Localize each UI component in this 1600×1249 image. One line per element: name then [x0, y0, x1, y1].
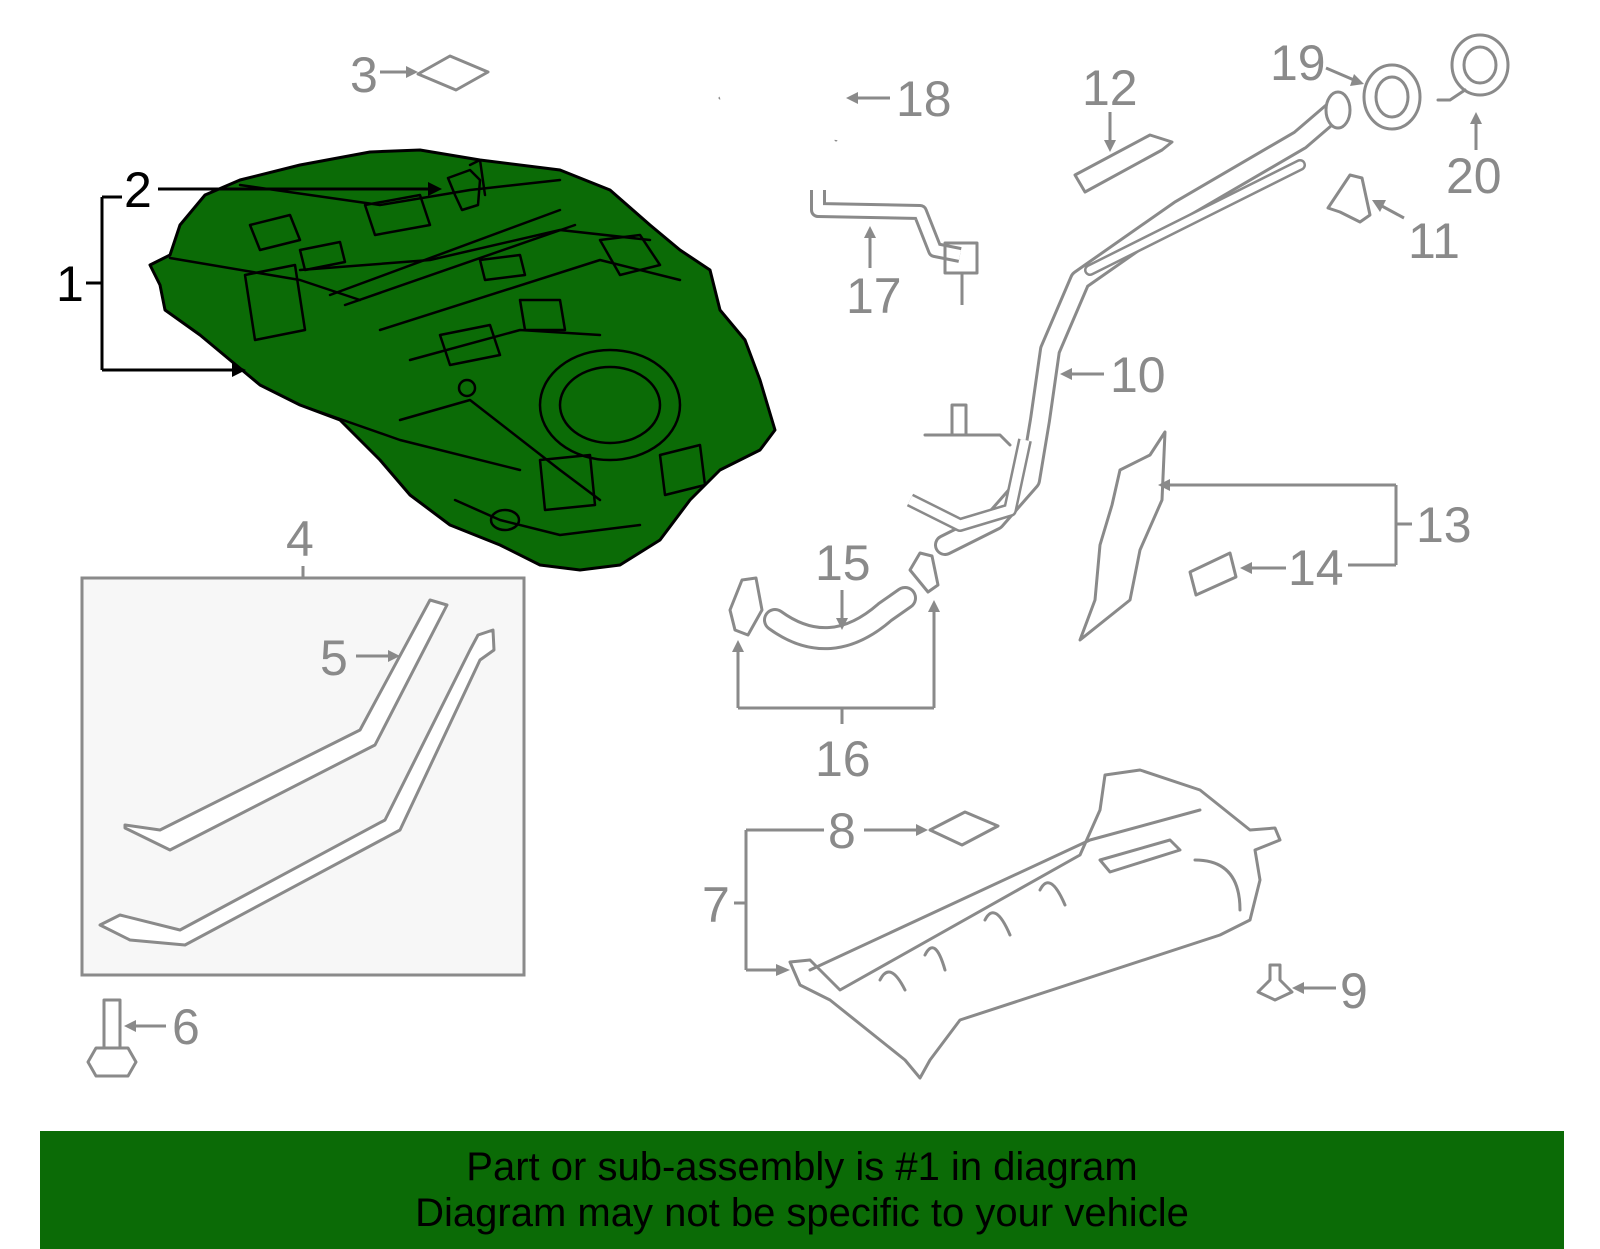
callout-4[interactable]: 4	[286, 511, 314, 567]
callout-10[interactable]: 10	[1110, 347, 1166, 403]
part-3-pad[interactable]: 3	[350, 47, 490, 103]
callout-14[interactable]: 14	[1288, 540, 1344, 596]
callout-19[interactable]: 19	[1270, 35, 1326, 91]
callout-1-bracket: 1	[56, 195, 246, 377]
callout-11[interactable]: 11	[1408, 213, 1460, 269]
callout-16[interactable]: 16	[815, 731, 871, 787]
callout-20[interactable]: 20	[1446, 148, 1502, 204]
part-7-under-cover[interactable]: 7	[702, 768, 1282, 1080]
callout-7[interactable]: 7	[702, 877, 730, 933]
part-15-filler-hose[interactable]: 15	[763, 535, 917, 651]
part-8-pad[interactable]: 8	[828, 803, 1000, 859]
part-19-seal-ring[interactable]: 19	[1270, 35, 1422, 131]
callout-8[interactable]: 8	[828, 803, 856, 859]
callout-6[interactable]: 6	[172, 999, 200, 1055]
part-12-heat-shield[interactable]: 12	[1073, 60, 1174, 194]
callout-12[interactable]: 12	[1082, 60, 1138, 116]
callout-9[interactable]: 9	[1340, 963, 1368, 1019]
part-17-vent-tube[interactable]: 17	[810, 190, 979, 324]
part-18-hose[interactable]: 18	[718, 63, 952, 142]
callout-2[interactable]: 2	[124, 162, 152, 218]
part-4-strap-box[interactable]: 4 5	[80, 511, 526, 977]
part-11-clip[interactable]: 11	[1326, 173, 1460, 269]
part-9-clip[interactable]: 9	[1256, 963, 1368, 1019]
callout-1[interactable]: 1	[56, 256, 84, 312]
info-banner: Part or sub-assembly is #1 in diagram Di…	[40, 1131, 1564, 1249]
callout-15[interactable]: 15	[815, 535, 871, 591]
callout-3[interactable]: 3	[350, 47, 378, 103]
callout-13[interactable]: 13	[1416, 497, 1472, 553]
part-6-bolt[interactable]: 6	[86, 998, 200, 1078]
part-16-clamps[interactable]: 16	[728, 551, 940, 787]
callout-5[interactable]: 5	[320, 630, 348, 686]
part-20-fuel-cap[interactable]: 20	[1436, 33, 1510, 204]
callout-2-leader: 2	[124, 162, 442, 218]
callout-17[interactable]: 17	[846, 268, 902, 324]
banner-line-1: Part or sub-assembly is #1 in diagram	[466, 1145, 1138, 1189]
part-1-fuel-tank[interactable]	[148, 148, 777, 572]
part-5-strap[interactable]: 5	[98, 598, 496, 947]
banner-line-2: Diagram may not be specific to your vehi…	[415, 1191, 1189, 1235]
part-10-filler-pipe[interactable]: 10	[906, 90, 1352, 556]
part-14-pad[interactable]: 14	[1188, 540, 1344, 597]
callout-18[interactable]: 18	[896, 71, 952, 127]
part-13-bracket[interactable]: 13	[1078, 430, 1472, 642]
